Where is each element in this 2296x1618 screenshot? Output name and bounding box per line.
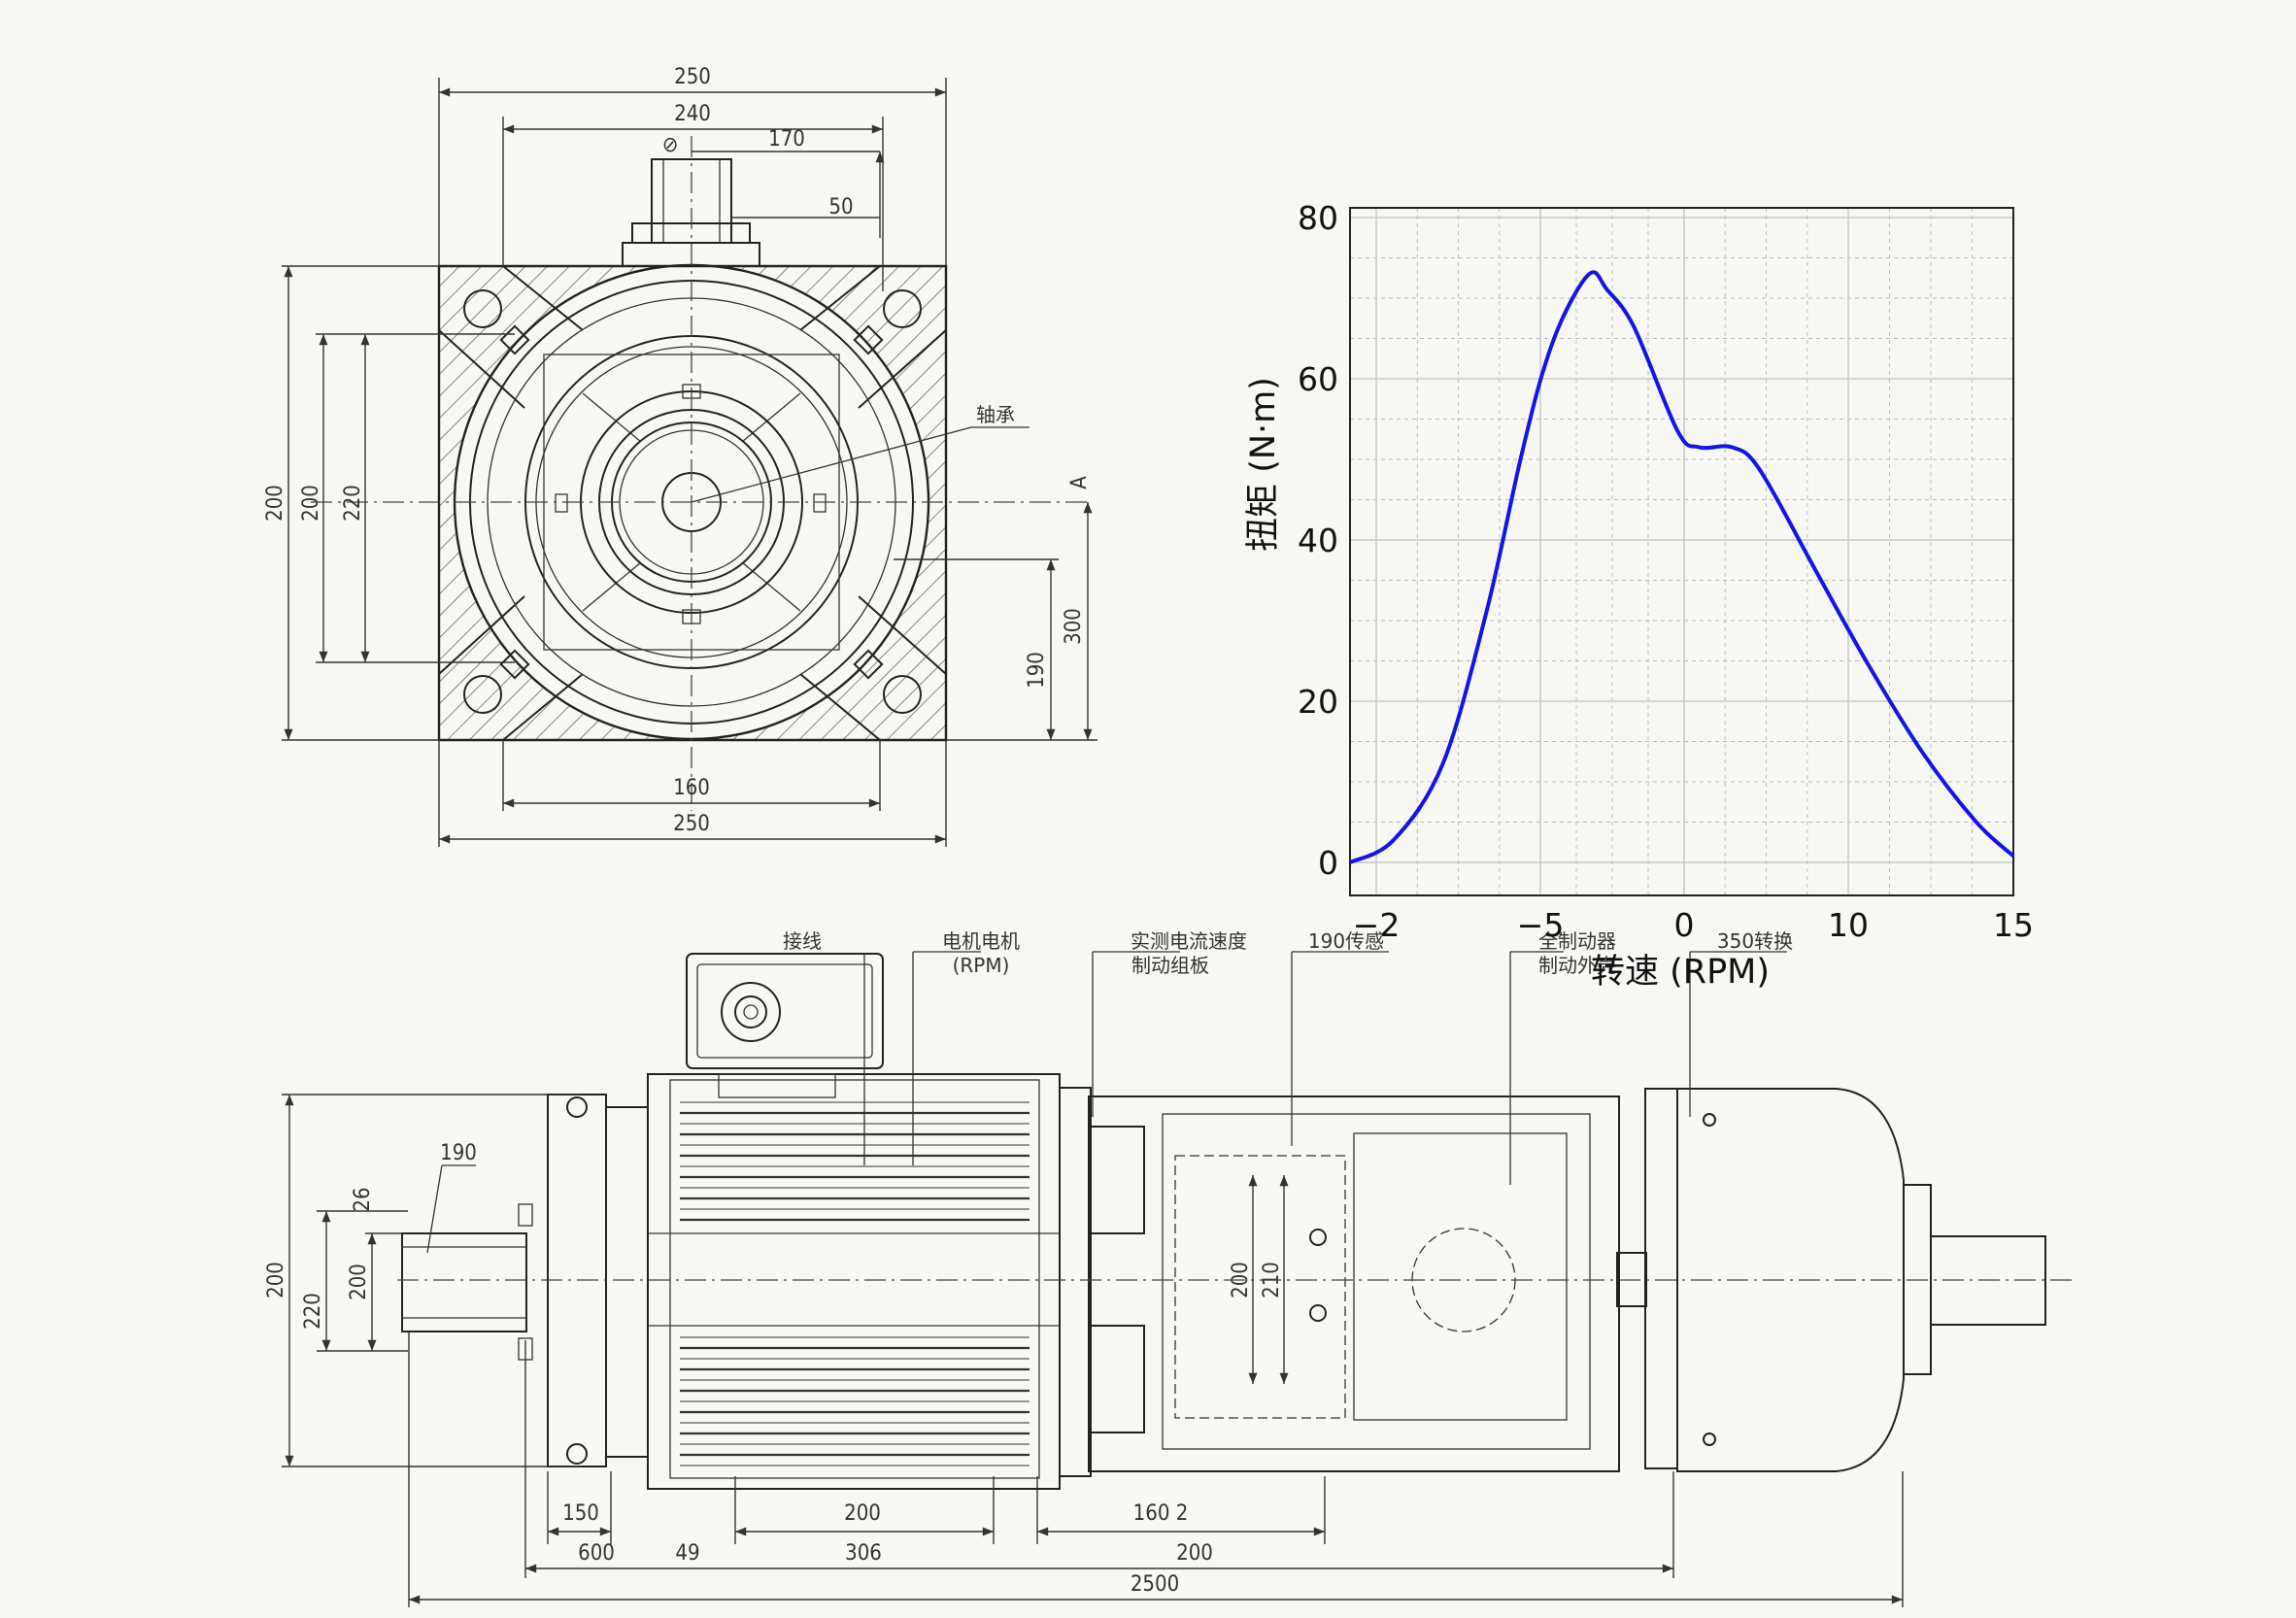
plot-frame <box>1349 207 2014 896</box>
dim-600: 600 <box>578 1541 615 1566</box>
motor-body <box>647 1073 1061 1490</box>
dim-center-height: 300 <box>1062 608 1086 645</box>
callout-brake: 全制动器 <box>1538 929 1616 953</box>
coupling <box>1616 1088 1678 1469</box>
dim-200: 200 <box>844 1501 881 1526</box>
x-tick-label: −2 <box>1353 906 1401 944</box>
brake-unit: 200 210 <box>1088 1096 1620 1472</box>
bearing-label: 轴承 <box>976 403 1015 426</box>
dim-height-outer: 200 <box>263 485 287 522</box>
callout-motor-sub: (RPM) <box>953 954 1010 977</box>
chart-grid <box>1350 208 2014 895</box>
left-shaft <box>401 1232 527 1332</box>
callout-terminal: 接线 <box>783 929 822 953</box>
centerlines <box>311 136 1093 811</box>
right-shaft <box>1930 1235 2046 1326</box>
dim-overall-height: 200 <box>264 1262 288 1298</box>
dim-bottom-width: 250 <box>673 812 710 836</box>
dim-shaft-26: 26 <box>351 1187 375 1211</box>
x-tick-label: −5 <box>1517 906 1565 944</box>
x-tick-label: 15 <box>1993 906 2034 944</box>
callout-converter: 350转换 <box>1717 929 1793 953</box>
dim-200b: 200 <box>1176 1541 1213 1566</box>
x-axis-label: 转速 (RPM) <box>1591 953 1770 992</box>
bolt-holes <box>463 289 922 714</box>
x-tick-label: 0 <box>1674 906 1695 944</box>
y-axis-ticks: 0 20 40 60 80 <box>1298 199 1338 882</box>
callout-motor: 电机电机 <box>942 929 1020 953</box>
y-tick-label: 0 <box>1318 844 1338 882</box>
dim-total-length: 2500 <box>1131 1572 1179 1597</box>
dim-terminal-height: 50 <box>828 195 853 219</box>
side-dimensions: 200 220 200 26 190 150 200 160 2 600 49 … <box>264 1094 1904 1607</box>
y-tick-label: 80 <box>1298 199 1338 237</box>
dim-49: 49 <box>675 1541 699 1566</box>
y-tick-label: 60 <box>1298 360 1338 398</box>
dim-shaft-190: 190 <box>440 1141 477 1165</box>
terminal-box <box>686 953 884 1069</box>
dim-inner-width: 240 <box>674 102 711 126</box>
dim-height-inner: 220 <box>341 485 365 522</box>
callout-sensor: 190传感 <box>1308 929 1384 953</box>
section-mark: A <box>1067 476 1092 489</box>
front-view: 轴承 250 240 170 ⊘ 50 200 200 220 300 <box>263 65 1097 847</box>
callout-speed-sensor-sub: 制动组板 <box>1131 954 1209 977</box>
dim-top-width: 250 <box>674 65 711 89</box>
dim-flange-220: 220 <box>301 1293 325 1330</box>
x-axis-ticks: −2 −5 0 10 15 <box>1353 906 2034 944</box>
callout-brake-sub: 制动外壳 <box>1538 954 1616 977</box>
dim-height-mid: 200 <box>299 485 323 522</box>
front-dimensions: 250 240 170 ⊘ 50 200 200 220 300 190 A <box>263 65 1097 847</box>
x-tick-label: 10 <box>1828 906 1869 944</box>
dim-160: 160 2 <box>1133 1501 1189 1526</box>
callouts: 接线 电机电机 (RPM) 实测电流速度 制动组板 190传感 全制动器 制动外… <box>783 929 1793 1185</box>
torque-curve <box>1349 270 2015 864</box>
side-view: 200 210 接线 电机电机 (RPM) 实测电流速度 制动组板 190传感 … <box>264 929 2075 1607</box>
dim-bolt-spacing: 160 <box>673 776 710 800</box>
cooling-fins <box>680 1101 1030 1466</box>
y-tick-label: 40 <box>1298 522 1338 559</box>
y-axis-label: 扭矩 (N·m) <box>1244 377 1283 552</box>
callout-speed-sensor: 实测电流速度 <box>1131 929 1247 953</box>
y-tick-label: 20 <box>1298 683 1338 721</box>
dim-shaft-200: 200 <box>347 1264 371 1300</box>
torque-speed-chart: −2 −5 0 10 15 0 20 40 60 80 转速 (RPM) 扭矩 (N·m) <box>1244 199 2034 992</box>
dim-terminal-offset: 170 <box>768 127 805 152</box>
dim-lower-height: 190 <box>1025 652 1049 689</box>
dim-150: 150 <box>562 1501 599 1526</box>
leader-bearing: 轴承 <box>691 403 1030 503</box>
dim-terminal-mark: ⊘ <box>662 133 679 157</box>
gear-section <box>1059 1087 1145 1477</box>
dim-306: 306 <box>845 1541 882 1566</box>
